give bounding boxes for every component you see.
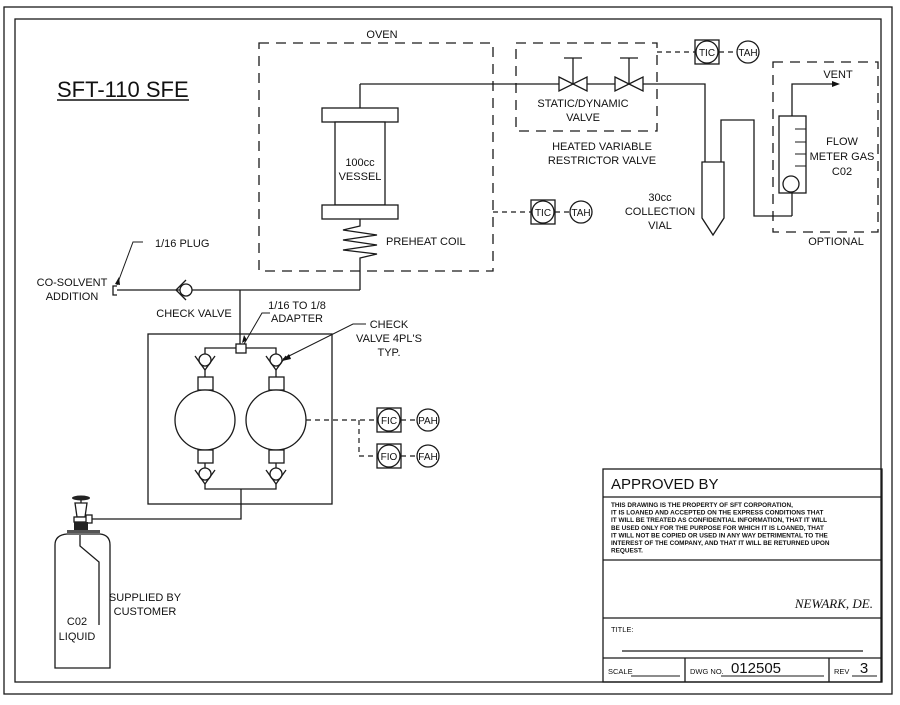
dwg-no-label: DWG NO.: [690, 667, 724, 676]
optional-label: OPTIONAL: [808, 236, 864, 248]
restrictor-enclosure: STATIC/DYNAMIC VALVE: [515, 42, 658, 132]
notice-line: BE USED ONLY FOR THE PURPOSE FOR WHICH I…: [611, 525, 824, 532]
pump-assembly: 1/16 TO 1/8 ADAPTER CHECK VALVE 4PL'S TY…: [91, 290, 422, 520]
fio-label: FIO: [381, 452, 398, 463]
valve-icon: [558, 57, 588, 93]
scale-label: SCALE: [608, 667, 633, 676]
inner-border: [14, 18, 882, 683]
oven-instrumentation: TIC TAH: [493, 199, 593, 225]
valve-icon: [614, 57, 644, 93]
static-dynamic-label-2: VALVE: [566, 112, 600, 124]
pah-label: PAH: [418, 416, 438, 427]
rev-label: REV: [834, 667, 849, 676]
vessel-label-2: VESSEL: [339, 171, 382, 183]
notice-line: REQUEST.: [611, 548, 643, 555]
check-valve-typ-label-2: VALVE 4PL'S: [356, 333, 422, 345]
cylinder-valve-handle-icon: [72, 495, 90, 501]
vial-label-1: 30cc: [648, 192, 672, 204]
adapter-label-2: ADAPTER: [271, 313, 323, 325]
oven-tah-label: TAH: [571, 208, 590, 219]
co2-cylinder: C02 LIQUID SUPPLIED BY CUSTOMER: [54, 495, 182, 669]
supplied-label-2: CUSTOMER: [114, 606, 177, 618]
vial-label-3: VIAL: [648, 220, 672, 232]
collection-vial: 30cc COLLECTION VIAL: [625, 119, 792, 237]
drawing-title: SFT-110 SFE: [57, 77, 189, 102]
check-valve-icon: [194, 353, 216, 372]
oven-enclosure: OVEN: [258, 27, 494, 272]
static-dynamic-label-1: STATIC/DYNAMIC: [537, 98, 628, 110]
adapter-label-1: 1/16 TO 1/8: [268, 300, 326, 312]
cosolvent-label-2: ADDITION: [46, 291, 99, 303]
plug-icon: [112, 285, 117, 296]
title-block: APPROVED BY THIS DRAWING IS THE PROPERTY…: [602, 468, 883, 683]
flow-meter-label-3: C02: [832, 166, 852, 178]
cylinder-label-2: LIQUID: [59, 631, 96, 643]
fah-label: FAH: [418, 452, 437, 463]
dwg-no-value: 012505: [731, 660, 781, 677]
cosolvent-label-1: CO-SOLVENT: [37, 277, 108, 289]
vessel-label-1: 100cc: [345, 157, 375, 169]
optional-enclosure: VENT FLOW METER GAS C02 OPTIONAL: [772, 61, 879, 248]
approved-by-label: APPROVED BY: [611, 476, 719, 493]
check-valve-icon: [265, 467, 287, 486]
restrictor-tic-label: TIC: [699, 48, 715, 59]
check-valve-icon: [265, 353, 287, 372]
adapter-icon: [235, 343, 247, 354]
notice-line: INTEREST OF THE COMPANY, AND THAT IT WIL…: [611, 540, 830, 547]
restrictor-label-1: HEATED VARIABLE: [552, 141, 652, 153]
notice-line: IT WILL NOT BE COPIED OR USED IN ANY WAY…: [611, 532, 829, 539]
notice-line: IT IS LOANED AND ACCEPTED ON THE EXPRESS…: [611, 510, 824, 517]
rev-value: 3: [860, 660, 868, 677]
outer-border: [3, 6, 893, 695]
pump-instrumentation: FIC PAH FIO FAH: [306, 407, 440, 469]
pah-alarm-icon: [416, 408, 440, 432]
notice-line: IT WILL BE TREATED AS CONFIDENTIAL INFOR…: [611, 517, 827, 524]
vial-label-2: COLLECTION: [625, 206, 695, 218]
plug-label: 1/16 PLUG: [155, 238, 209, 250]
cosolvent-line: 1/16 PLUG CO-SOLVENT ADDITION CHECK VALV…: [37, 238, 360, 320]
confidentiality-notice: THIS DRAWING IS THE PROPERTY OF SFT CORP…: [611, 502, 830, 555]
tah-alarm-icon: [569, 200, 593, 224]
cylinder-label-1: C02: [67, 616, 87, 628]
fah-alarm-icon: [416, 444, 440, 468]
fic-label: FIC: [381, 416, 397, 427]
flow-meter-label-1: FLOW: [826, 136, 858, 148]
restrictor-tah-label: TAH: [738, 48, 757, 59]
location-label: NEWARK, DE.: [794, 596, 873, 611]
flow-meter-label-2: METER GAS: [810, 151, 875, 163]
check-valve-typ-label-1: CHECK: [370, 319, 409, 331]
oven-label: OVEN: [366, 29, 397, 41]
process-line-main: [360, 83, 706, 162]
preheat-coil: PREHEAT COIL: [342, 219, 466, 290]
vent-arrow-icon: [832, 81, 840, 87]
supplied-label-1: SUPPLIED BY: [109, 592, 182, 604]
restrictor-label-2: RESTRICTOR VALVE: [548, 155, 656, 167]
restrictor-instrumentation: TIC TAH: [657, 39, 760, 65]
extraction-vessel: 100cc VESSEL: [321, 84, 399, 220]
pump-head-icon: [174, 389, 236, 451]
preheat-coil-label: PREHEAT COIL: [386, 236, 466, 248]
title-field-label: TITLE:: [611, 625, 634, 634]
tah-alarm-icon: [736, 40, 760, 64]
check-valve-icon: [194, 467, 216, 486]
vent-label: VENT: [823, 69, 853, 81]
pump-head-icon: [245, 389, 307, 451]
check-valve-icon: [175, 279, 193, 301]
notice-line: THIS DRAWING IS THE PROPERTY OF SFT CORP…: [611, 502, 793, 509]
check-valve-label: CHECK VALVE: [156, 308, 231, 320]
oven-tic-label: TIC: [535, 208, 551, 219]
check-valve-typ-label-3: TYP.: [377, 347, 400, 359]
